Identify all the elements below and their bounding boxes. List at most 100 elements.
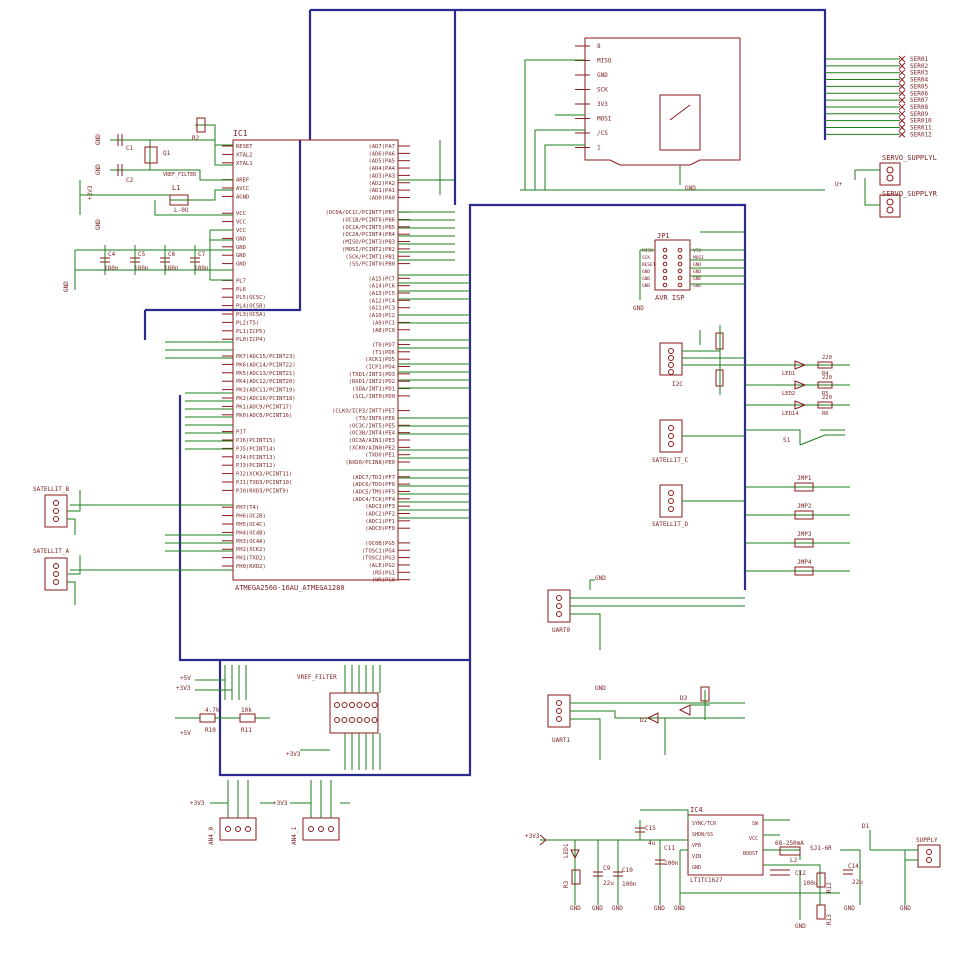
regulator-name: IC4 [690,806,703,814]
servo-output-label: SER04 [910,77,928,84]
led-diode [794,400,807,410]
svg-text:SUPPLY: SUPPLY [916,837,938,844]
svg-text:4.7k: 4.7k [205,707,220,714]
header-pin [364,717,370,723]
svg-text:R3: R3 [563,880,570,888]
jumper-body [794,510,814,520]
mcu-right-pin-label: (A15)PC7 [369,276,396,282]
svg-text:+3V3: +3V3 [190,800,205,807]
regulator-pin-label: SYNC/TCR [692,821,717,827]
header-pin [349,702,355,708]
svg-text:C10: C10 [622,867,633,874]
svg-text:GND: GND [95,219,102,230]
led-resistor [817,401,833,409]
led-name: LED14 [782,411,799,417]
svg-text:C7: C7 [198,251,206,258]
mcu-right-pin-label: (ADC2)PF2 [365,512,395,518]
mcu-right-pin-label: (AD4)PA4 [369,166,396,172]
mcu-right-pin-label: (T0)PD7 [372,342,395,348]
servo-x-mark [898,62,906,70]
vref-filter-label: VREF_FILTER [163,172,197,178]
svg-text:C1: C1 [126,145,134,152]
mcu-left-pin-label: PK6(ADC14/PCINT22) [236,362,296,368]
svg-text:GND: GND [612,905,623,912]
regulator-pin-label: SHDN/SS [692,832,713,838]
mcu-right-pin-label: (A9)PC1 [372,320,395,326]
mcu-right-pin-label: (RD)PG1 [372,570,395,576]
mcu-name: IC1 [233,129,248,138]
servo-output-label: SER05 [910,83,928,90]
header-pin [334,717,340,723]
mcu-right-pin-label: (OC1B/PCINT6)PB6 [342,218,395,224]
mcu-right-pin-label: (ADC3)PF3 [365,504,395,510]
svg-text:SATELLIT_C: SATELLIT_C [652,457,689,464]
svg-text:GND: GND [654,905,665,912]
isp-pin-dot [662,275,668,281]
regulator-pin-label: BOOST [743,851,758,857]
sd-pin-label: GND [597,72,608,79]
mcu-left-pin-label: PK7(ADC15/PCINT23) [236,354,296,360]
mcu-left-pin-label: PK1(ADC9/PCINT17) [236,404,292,410]
svg-text:C4: C4 [108,251,116,258]
regulator-pin-label: VCC [749,836,758,842]
servo-output-label: SER07 [910,97,928,104]
mcu-right-pin-label: (ALE)PG2 [369,563,396,569]
led-name: LED1 [782,371,795,377]
mcu-left-pin-label: PH6(OC2B) [236,514,266,520]
left-port-wires [70,341,233,571]
sd-pin-label: MISO [597,58,612,65]
mcu-right-pin-label: (TXD1/INT3)PD3 [349,372,395,378]
mcu-right-pin-label: (RXD0/PCIN8)PE0 [345,460,395,466]
mcu-left-pin-label: PK3(ADC11/PCINT19) [236,388,296,394]
led-resistor-name: R4 [822,371,829,377]
svg-text:180n: 180n [134,265,149,272]
power-supply: IC4 LT1TC1627 SYNC/TCRSHDN/SSVFBVINGNDSW… [525,806,941,930]
isp-right-pin: GND [693,262,701,268]
isp-left-pin: SCK [642,255,650,261]
isp-label: AVR ISP [655,294,685,302]
regulator-pin-label: VFB [692,843,701,849]
mcu-left-pin-label: GND [236,253,246,259]
mcu-right-pin-label: (AD1)PA1 [369,188,396,194]
isp-pin-dot [662,282,668,288]
regulator-pin-label: VIN [692,854,701,860]
servo-output-label: SER08 [910,104,928,111]
svg-text:GND: GND [595,685,606,692]
mcu-left-pin-label: GND [236,236,246,242]
mcu-right-pin-label: (T1)PD6 [372,350,395,356]
clock-section: C1 C2 Q1 R2 L1 L-0U VREF_FILTER C4 C5 C6… [63,117,233,292]
servo-output-label: SER09 [910,111,928,118]
mcu-left-pin-label: PH2(XCK2) [236,547,266,553]
mcu-left-pin-label: PH5(OC4C) [236,522,266,528]
sd-pin-label: MOSI [597,116,612,123]
jumper-label: JMP4 [797,559,812,566]
svg-text:UART0: UART0 [552,627,570,634]
sd-pin-label: SCK [597,87,608,94]
mcu-right-pin-label: (AD3)PA3 [369,173,396,179]
servo-supply-l: SERVO_SUPPLYL [882,154,937,162]
svg-text:UART1: UART1 [552,737,570,744]
mcu-right-pin-label: (AD2)PA2 [369,181,396,187]
isp-pin-dot [677,254,683,260]
servo-supply-connectors: SERVO_SUPPLYL SERVO_SUPPLYR U+ [835,154,938,218]
led-name: LED2 [782,391,795,397]
svg-text:GND: GND [595,575,606,582]
mcu-left-pin-label: PL3(OC5A) [236,312,266,318]
mcu-right-pin-label: (OC1A/PCINT5)PB5 [342,225,395,231]
mcu-left-pin-label: PK5(ADC13/PCINT21) [236,371,296,377]
svg-text:100n: 100n [664,860,679,867]
mcu-right-pin-label: (A12)PC4 [369,298,396,304]
mcu-left-pin-label: AREF [236,178,249,184]
mcu-left-pin-label: PL5(OC5C) [236,295,266,301]
mcu-right-pin-label: (XCK1)PD5 [365,357,395,363]
servo-output-label: SER011 [910,125,932,132]
mcu-left-pin-label: PL0(ICP4) [236,337,266,343]
mcu-right-pin-label: (A10)PC2 [369,313,396,319]
servo-x-mark [898,130,906,138]
servo-x-mark [898,83,906,90]
svg-text:+5V: +5V [180,675,191,682]
